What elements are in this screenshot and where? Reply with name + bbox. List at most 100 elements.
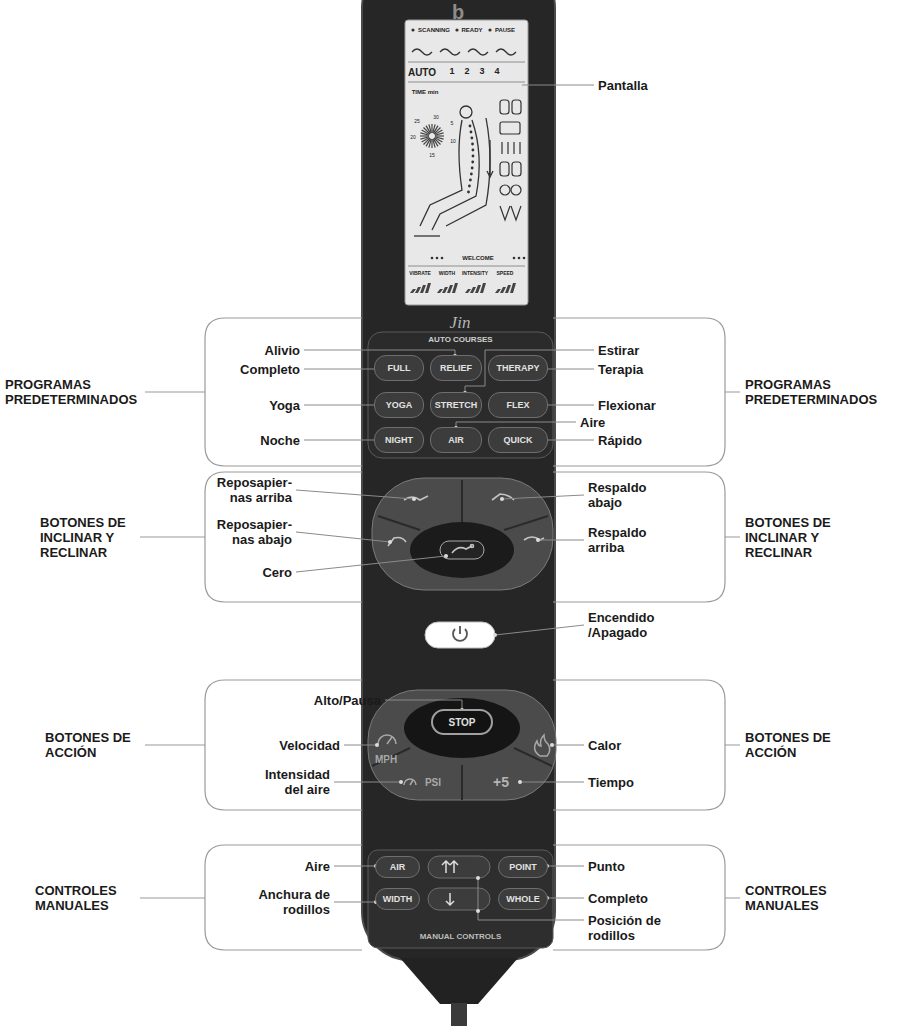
screen-text: PAUSE <box>495 27 515 34</box>
button-text: PSI <box>425 777 441 788</box>
callout-label: Reposapier- nas abajo <box>210 517 292 547</box>
button-text: AIR <box>448 435 464 445</box>
area-icons <box>500 100 521 220</box>
screen-text: 4 <box>494 67 499 77</box>
screen-text: 2 <box>464 67 469 77</box>
remote-base <box>400 958 518 1004</box>
callout-label: Completo <box>240 362 300 377</box>
remote-button: WHOLE <box>498 888 548 910</box>
screen-text: 15 <box>429 153 435 159</box>
callout-label: Calor <box>588 738 621 753</box>
callout-label: Intensidad del aire <box>254 767 330 797</box>
remote-button: +5 <box>484 772 518 792</box>
callout-label: Encendido /Apagado <box>588 610 668 640</box>
remote-button: WIDTH <box>375 888 420 910</box>
screen-text: 30 <box>433 115 439 121</box>
screen-text: 1 <box>449 67 454 77</box>
button-text: POINT <box>509 862 537 872</box>
group-label: BOTONES DE ACCIÓN <box>745 730 840 760</box>
callout-label: Aire <box>580 415 605 430</box>
group-label: CONTROLES MANUALES <box>745 883 840 913</box>
screen-divider <box>408 82 525 83</box>
button-text: +5 <box>493 774 509 790</box>
massage-icons <box>412 49 516 55</box>
screen-text: 5 <box>451 121 454 127</box>
remote-button: RELIEF <box>430 355 482 381</box>
callout-label: Posición de rodillos <box>588 913 674 943</box>
screen-panel <box>405 20 528 305</box>
screen-text: 3 <box>479 67 484 77</box>
remote-body <box>362 0 555 960</box>
remote-button: STOP <box>431 709 493 735</box>
screen-text: TIME min <box>412 89 439 96</box>
zero-button <box>440 541 484 559</box>
screen-divider <box>408 62 525 63</box>
remote-button: POINT <box>498 856 548 878</box>
remote-button: YOGA <box>374 392 424 418</box>
screen-text: WIDTH <box>439 271 455 277</box>
screen-text: AUTO <box>408 67 436 78</box>
remote-button: STRETCH <box>430 392 482 418</box>
callout-label: Reposapier- nas arriba <box>210 475 292 505</box>
callout-label: Pantalla <box>598 78 648 93</box>
callout-label: Punto <box>588 859 625 874</box>
remote-button: NIGHT <box>374 427 424 453</box>
callout-label: Noche <box>260 433 300 448</box>
recline-pad <box>372 478 553 590</box>
button-text: YOGA <box>386 400 413 410</box>
screen-text: 25 <box>414 119 420 125</box>
time-dial <box>420 124 444 148</box>
group-brackets <box>140 318 740 950</box>
remote-button: THERAPY <box>488 355 548 381</box>
callout-label: Velocidad <box>279 738 340 753</box>
button-text: STOP <box>448 717 475 728</box>
callout-label: Terapia <box>598 362 643 377</box>
screen-text: READY <box>461 27 482 34</box>
brand-logo: Jin <box>450 313 471 332</box>
screen-text: SCANNING <box>418 27 450 34</box>
remote-button: MPH <box>369 752 403 766</box>
body-figure <box>414 106 493 236</box>
button-text: RELIEF <box>440 363 472 373</box>
display-screen: SCANNING READY PAUSE AUTO 1234TIME min 30 25 5 2… <box>405 20 528 305</box>
button-text: THERAPY <box>496 363 539 373</box>
leader-lines <box>296 85 594 920</box>
callout-label: Alivio <box>265 343 300 358</box>
button-text: WHOLE <box>506 894 540 904</box>
panel-title: MANUAL CONTROLS <box>420 933 502 942</box>
screen-text: VIBRATE <box>409 271 431 277</box>
button-panel: MANUAL CONTROLSAIRPOINTWIDTHWHOLE <box>368 850 553 948</box>
power-icon <box>453 626 467 641</box>
roller-up-button <box>428 856 490 878</box>
screen-text: WELCOME <box>462 255 493 262</box>
remote-button: FULL <box>374 355 424 381</box>
button-text: NIGHT <box>385 435 413 445</box>
group-label: BOTONES DE ACCIÓN <box>45 730 140 760</box>
callout-label: Anchura de rodillos <box>250 887 330 917</box>
recline-center <box>410 522 514 578</box>
cord <box>451 1003 467 1026</box>
screen-text: 20 <box>410 135 416 141</box>
callout-label: Respaldo abajo <box>588 480 652 510</box>
roller-dots <box>467 125 474 194</box>
screen-text: 10 <box>450 139 456 145</box>
brand-logo: b <box>452 1 464 23</box>
screen-text: INTENSITY <box>462 271 488 277</box>
button-text: FLEX <box>506 400 529 410</box>
group-label: PROGRAMAS PREDETERMINADOS <box>745 377 890 407</box>
remote-button: QUICK <box>488 427 548 453</box>
callout-label: Estirar <box>598 343 639 358</box>
group-label: PROGRAMAS PREDETERMINADOS <box>5 377 140 407</box>
auto-panel-outline <box>368 332 553 458</box>
manual-panel-outline <box>368 850 553 948</box>
action-icons <box>378 735 550 785</box>
button-text: FULL <box>388 363 411 373</box>
button-text: WIDTH <box>383 894 413 904</box>
callout-label: Rápido <box>598 433 642 448</box>
callout-label: Tiempo <box>588 775 634 790</box>
power-button <box>425 622 495 648</box>
callout-label: Yoga <box>269 398 300 413</box>
group-label: CONTROLES MANUALES <box>35 883 130 913</box>
callout-label: Flexionar <box>598 398 656 413</box>
